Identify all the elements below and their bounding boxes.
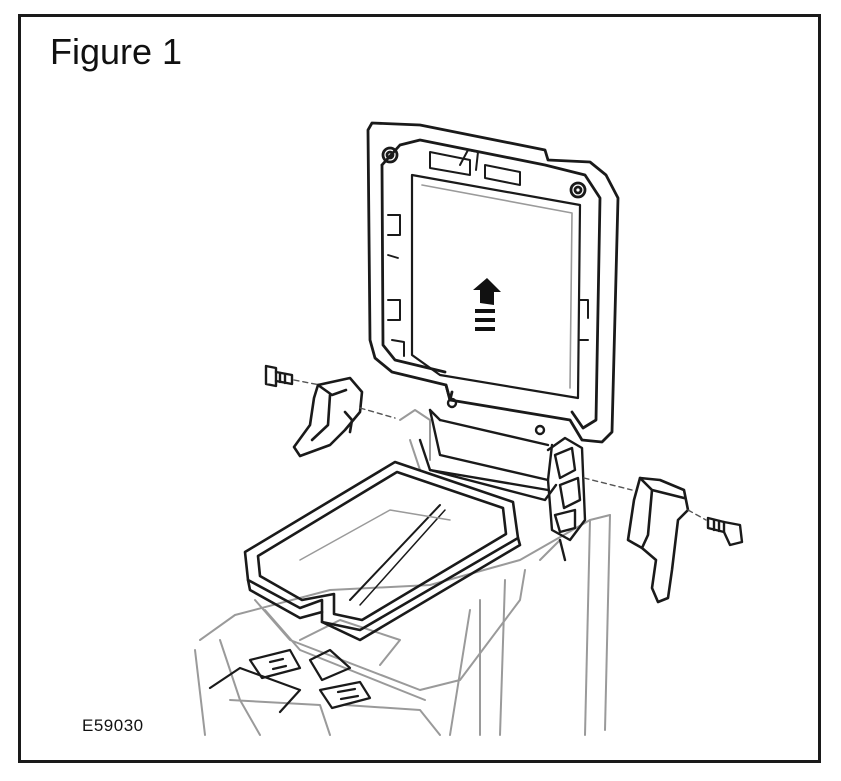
figure-title: Figure 1 bbox=[50, 31, 183, 72]
leader-line-left bbox=[293, 379, 396, 419]
screw-left bbox=[264, 364, 294, 388]
console-tray bbox=[254, 569, 526, 701]
up-arrow-icon bbox=[473, 278, 501, 331]
storage-bin bbox=[243, 460, 522, 642]
screw-right bbox=[706, 516, 744, 547]
hinge-cover-right bbox=[626, 476, 690, 604]
leader-line-right bbox=[583, 477, 707, 521]
figure-code: E59030 bbox=[82, 716, 144, 735]
console-body bbox=[194, 409, 611, 736]
hinge-cover-left bbox=[292, 376, 364, 458]
hinge-base bbox=[418, 397, 587, 562]
armrest-lid bbox=[366, 121, 620, 444]
latch-parts bbox=[208, 648, 372, 714]
